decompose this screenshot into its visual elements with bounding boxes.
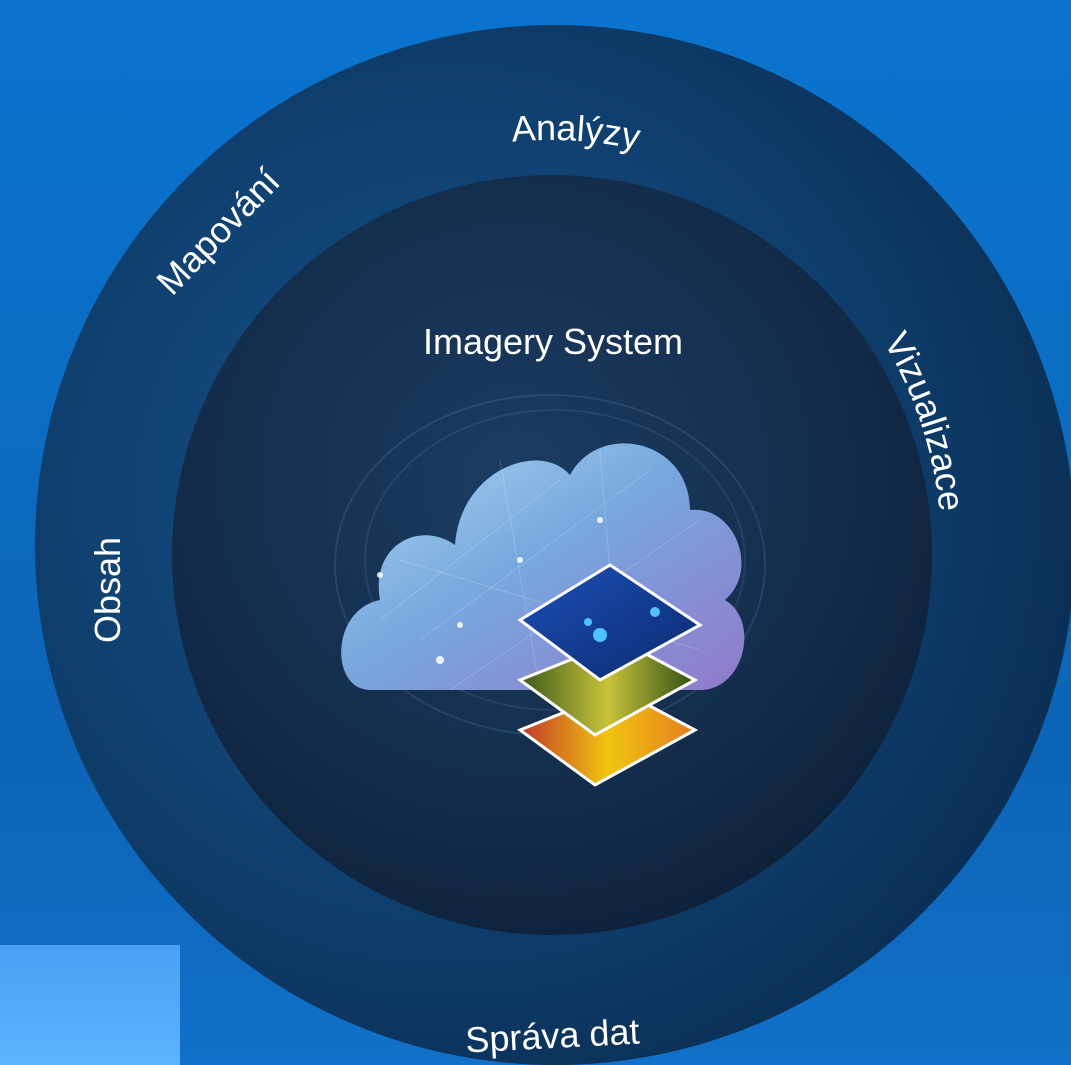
center-label: Imagery System: [423, 321, 683, 362]
ring-label-obsah: Obsah: [87, 537, 128, 643]
corner-accent-block: [0, 945, 180, 1065]
ring-label-sprava-dat: Správa dat: [464, 1010, 640, 1060]
cloud-with-imagery-layers-icon: [334, 394, 766, 787]
